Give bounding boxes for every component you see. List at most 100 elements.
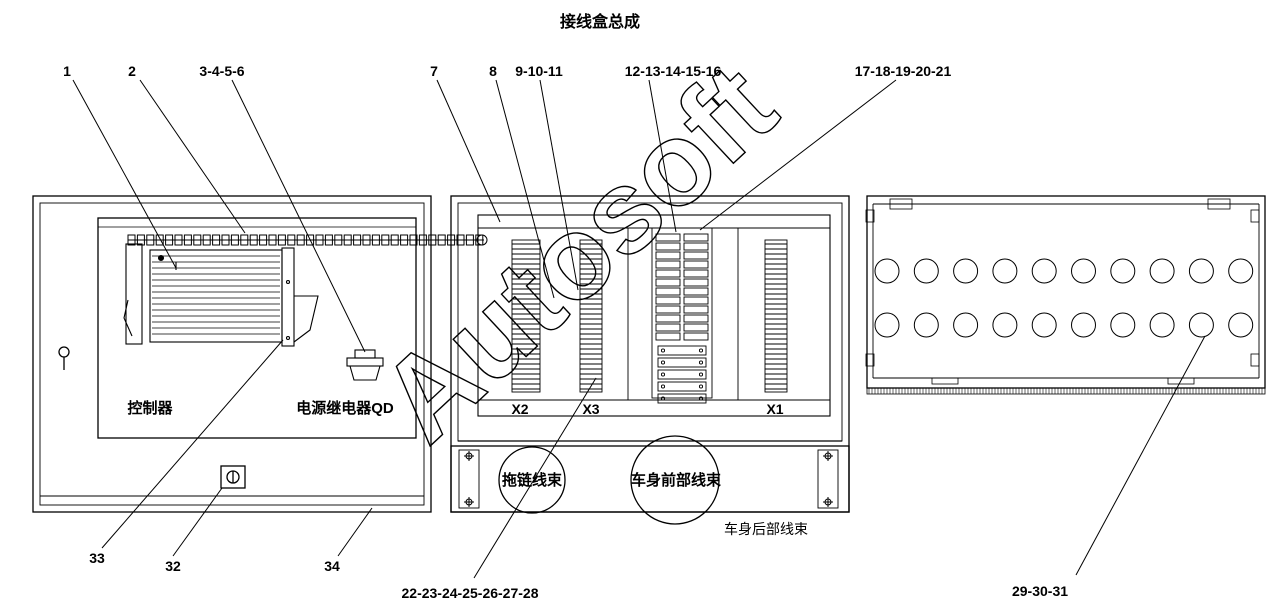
- cover-holes: [874, 258, 1254, 338]
- cover-hole: [1149, 258, 1175, 284]
- cover-hole: [874, 258, 900, 284]
- relay-unit: [683, 332, 709, 341]
- fuse-screw: [660, 384, 666, 389]
- relay-unit: [655, 233, 681, 242]
- relay-unit: [683, 269, 709, 278]
- box-cover: [865, 195, 1266, 395]
- fuse-holder: [657, 345, 707, 356]
- terminal-strip: [579, 239, 603, 393]
- relay-unit: [655, 242, 681, 251]
- fuse-holder: [657, 357, 707, 368]
- hinge-harness-hole: [498, 446, 566, 514]
- cover-hole: [1188, 258, 1214, 284]
- relay-unit: [655, 332, 681, 341]
- cover-hole: [953, 258, 979, 284]
- cover-hole: [1031, 312, 1057, 338]
- cover-hole: [1188, 312, 1214, 338]
- fuse-screw: [660, 348, 666, 353]
- relay-unit: [655, 323, 681, 332]
- callout-22-28: 22-23-24-25-26-27-28: [402, 585, 539, 601]
- cover-hole: [913, 258, 939, 284]
- cover-hole: [1228, 312, 1254, 338]
- power-relay: [346, 349, 384, 381]
- terminal-base-plate: [477, 214, 831, 417]
- cover-hole: [1228, 258, 1254, 284]
- cover-hole: [953, 312, 979, 338]
- relay-unit: [683, 260, 709, 269]
- relay-unit: [655, 305, 681, 314]
- label-power-relay: 电源继电器QD: [296, 399, 394, 417]
- controller: [123, 243, 319, 347]
- relay-unit: [655, 278, 681, 287]
- callout-29-30-31: 29-30-31: [1012, 583, 1068, 599]
- fuse-screw: [698, 384, 704, 389]
- relay-block-frame: [651, 227, 713, 399]
- cover-hole: [992, 258, 1018, 284]
- relay-unit: [655, 287, 681, 296]
- label-front-harness: 车身前部线束: [631, 471, 722, 489]
- cover-hole: [913, 312, 939, 338]
- relay-unit: [655, 269, 681, 278]
- callout-1: 1: [63, 63, 71, 79]
- controller-mount-plate: [97, 217, 417, 439]
- relay-block: [651, 227, 713, 404]
- diagram-title: 接线盒总成: [560, 12, 640, 31]
- label-x1: X1: [766, 401, 783, 417]
- drag-chain: [127, 234, 488, 246]
- cover-hole: [1110, 258, 1136, 284]
- relay-unit: [655, 314, 681, 323]
- chain-end: [476, 234, 488, 246]
- label-hinge-harness: 拖链线束: [502, 471, 563, 489]
- callout-34: 34: [324, 558, 340, 574]
- relay-unit: [683, 242, 709, 251]
- callout-2: 2: [128, 63, 136, 79]
- fuse-holder: [657, 381, 707, 392]
- relay-unit: [683, 305, 709, 314]
- callout-17-21: 17-18-19-20-21: [855, 63, 952, 79]
- callout-8: 8: [489, 63, 497, 79]
- cover-hole: [1110, 312, 1136, 338]
- cover-hole: [992, 312, 1018, 338]
- relay-unit: [683, 251, 709, 260]
- label-x3: X3: [582, 401, 599, 417]
- relay-unit: [683, 296, 709, 305]
- relay-unit: [683, 233, 709, 242]
- relay-unit: [683, 287, 709, 296]
- fuse-screw: [698, 396, 704, 401]
- relay-unit: [655, 296, 681, 305]
- fuse-screw: [660, 396, 666, 401]
- fuse-screw: [660, 360, 666, 365]
- terminal-strips: [511, 239, 788, 393]
- cover-edge-texture: [868, 388, 1263, 394]
- callout-12-16: 12-13-14-15-16: [625, 63, 722, 79]
- relay-unit: [683, 323, 709, 332]
- relay-unit: [655, 251, 681, 260]
- relay-unit: [683, 278, 709, 287]
- callout-9-10-11: 9-10-11: [515, 63, 563, 79]
- terminal-strip: [764, 239, 788, 393]
- relay-unit: [655, 260, 681, 269]
- door-panel: [32, 195, 432, 513]
- fuse-screw: [698, 360, 704, 365]
- cover-hole: [1149, 312, 1175, 338]
- front-harness-hole: [630, 435, 720, 525]
- callout-7: 7: [430, 63, 438, 79]
- fuse-screw: [698, 348, 704, 353]
- fuse-holder: [657, 369, 707, 380]
- fuse-screw: [660, 372, 666, 377]
- fuse-screw: [698, 372, 704, 377]
- relay-unit: [683, 314, 709, 323]
- callout-32: 32: [165, 558, 181, 574]
- callout-3-4-5-6: 3-4-5-6: [199, 63, 244, 79]
- harness-gland-plate: [450, 445, 850, 513]
- callout-33: 33: [89, 550, 105, 566]
- leader-lines: [72, 79, 1206, 579]
- label-x2: X2: [511, 401, 528, 417]
- watermark-autosoft: Autosoft: [356, 40, 801, 467]
- cover-hole: [1031, 258, 1057, 284]
- fuse-holder: [657, 393, 707, 404]
- label-controller: 控制器: [127, 399, 173, 417]
- label-rear-harness: 车身后部线束: [724, 521, 808, 537]
- bracket-screws: [464, 451, 833, 507]
